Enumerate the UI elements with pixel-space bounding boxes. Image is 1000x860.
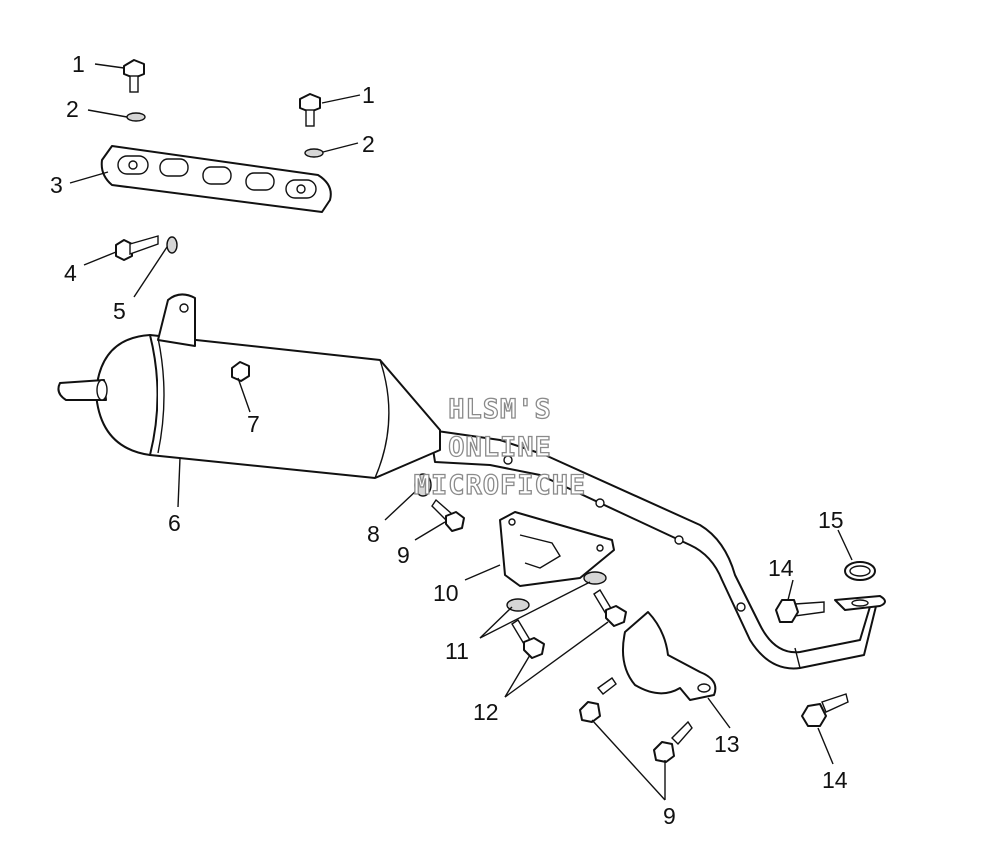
callout-12: 12 <box>473 699 499 725</box>
bolt-12-left <box>511 619 545 659</box>
heat-shield-10 <box>499 511 615 587</box>
bolt-14-lower <box>801 693 849 727</box>
bolt-1-left <box>123 59 145 93</box>
watermark: HLSM'S ONLINE MICROFICHE <box>413 393 587 501</box>
callout-13: 13 <box>714 731 740 757</box>
callout-4: 4 <box>64 260 77 286</box>
callout-9-lower: 9 <box>663 803 676 829</box>
mounting-strap <box>100 145 332 213</box>
bolt-9-lower-left <box>579 677 617 723</box>
callout-11: 11 <box>445 638 469 664</box>
watermark-line-1: HLSM'S <box>448 394 552 425</box>
callout-labels: 1 1 2 2 3 4 5 6 7 8 9 10 11 12 13 9 14 1… <box>50 51 848 829</box>
bracket-13 <box>622 611 717 701</box>
leader-lines <box>69 63 853 801</box>
bolt-9-lower-right <box>653 720 693 763</box>
washer-2-right <box>304 148 324 158</box>
bolt-1-right <box>299 93 321 127</box>
callout-3: 3 <box>50 172 63 198</box>
gasket-ring-15 <box>844 561 876 581</box>
watermark-line-2: ONLINE <box>448 432 552 463</box>
callout-15: 15 <box>818 507 844 533</box>
callout-1-left: 1 <box>72 51 85 77</box>
gasket-8 <box>414 473 432 497</box>
callout-1-right: 1 <box>362 82 375 108</box>
washer-5 <box>166 236 178 254</box>
washer-11-left <box>506 598 530 612</box>
callout-6: 6 <box>168 510 181 536</box>
header-pipe <box>429 429 886 670</box>
callout-14-lower: 14 <box>822 767 848 793</box>
bolt-12-right <box>593 589 627 627</box>
callout-8: 8 <box>367 521 380 547</box>
callout-14-upper: 14 <box>768 555 794 581</box>
bolt-4 <box>115 235 159 261</box>
callout-7: 7 <box>247 411 260 437</box>
callout-5: 5 <box>113 298 126 324</box>
washer-11-right <box>583 571 607 585</box>
watermark-line-3: MICROFICHE <box>414 470 587 501</box>
callout-2-left: 2 <box>66 96 79 122</box>
callout-2-right: 2 <box>362 131 375 157</box>
muffler <box>57 293 441 479</box>
bolt-9-upper <box>431 498 465 532</box>
callout-10: 10 <box>433 580 459 606</box>
washer-2-left <box>126 112 146 122</box>
callout-9-upper: 9 <box>397 542 410 568</box>
bolt-14-upper <box>775 599 825 623</box>
